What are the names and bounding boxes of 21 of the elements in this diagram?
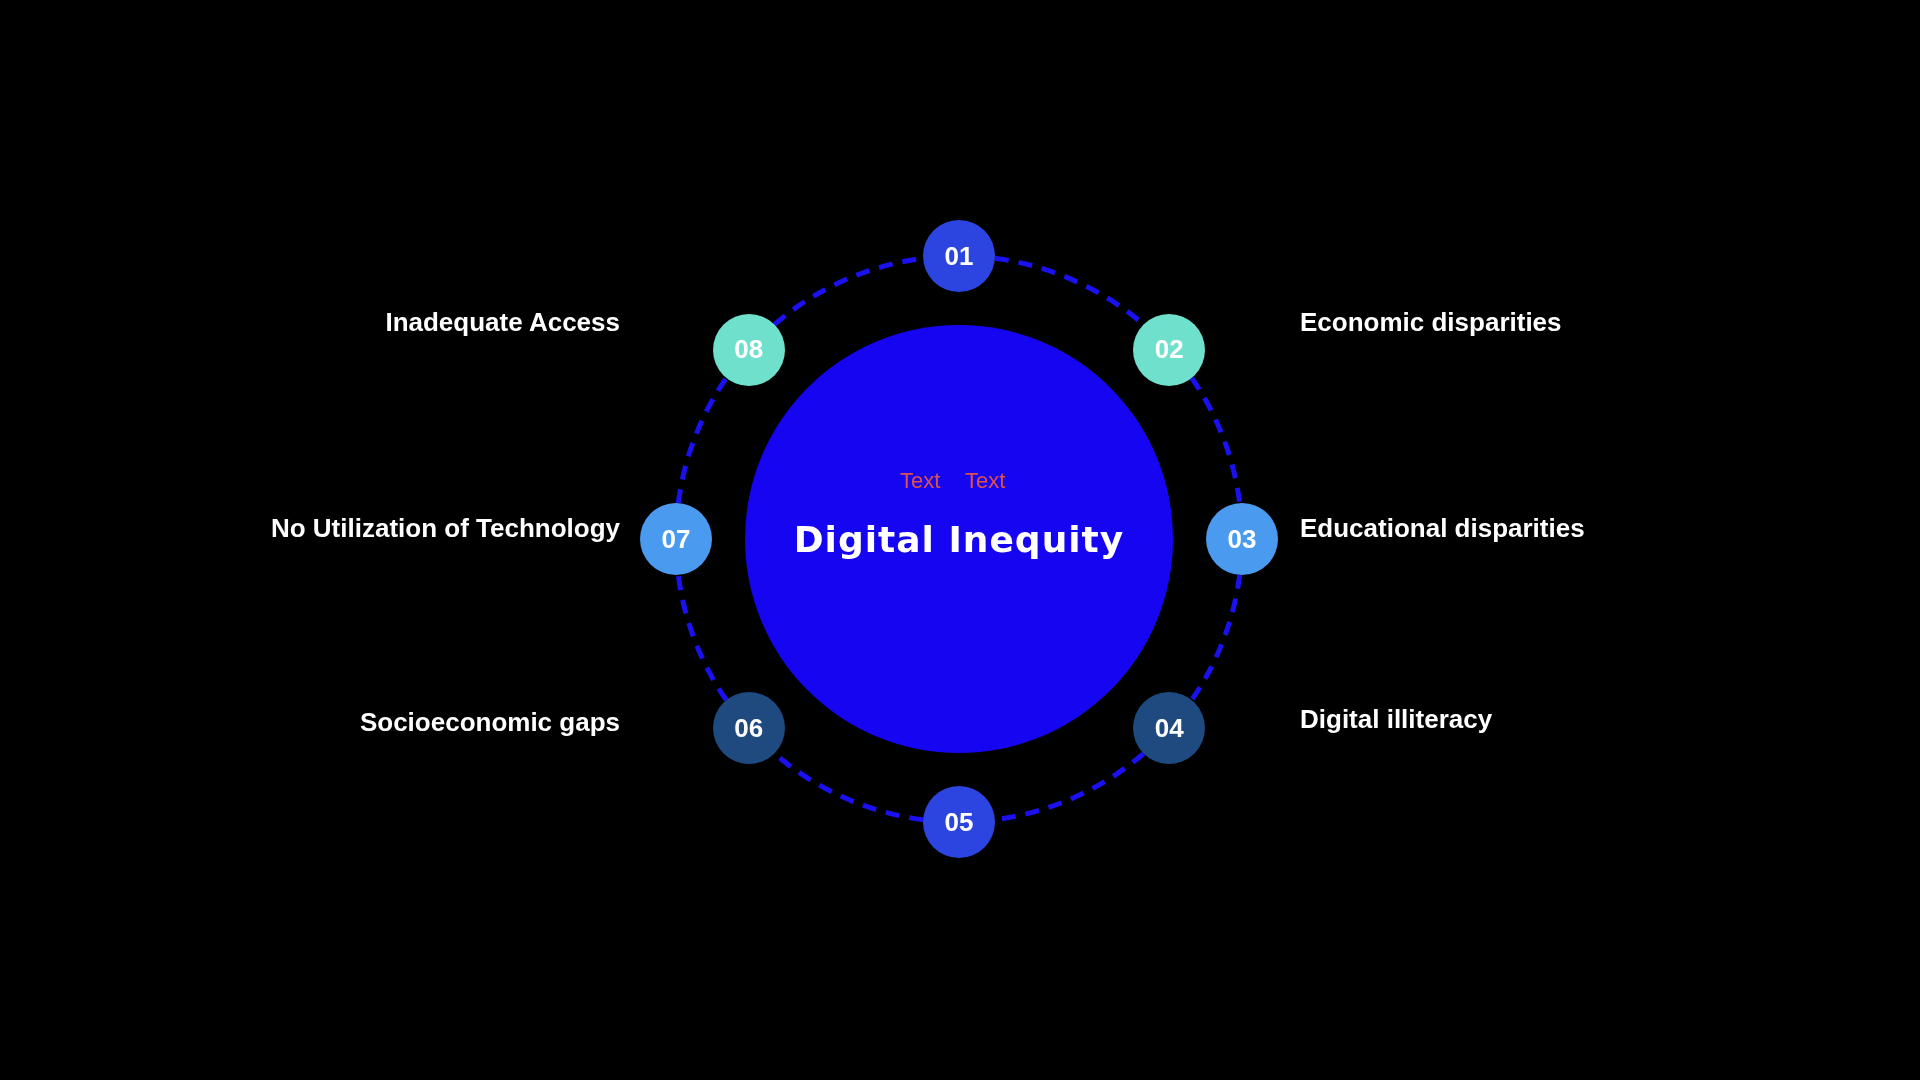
placeholder-text: Text xyxy=(900,468,941,494)
factor-label: Socioeconomic gaps xyxy=(359,706,620,738)
center-title: Digital Inequity xyxy=(793,518,1125,560)
placeholder-text: Text xyxy=(965,468,1006,494)
step-number: 07 xyxy=(661,523,691,555)
dashed-connector xyxy=(675,376,729,504)
dashed-connector xyxy=(1189,376,1243,504)
factor-label: Economic disparities xyxy=(1300,306,1562,338)
step-number: 01 xyxy=(944,240,974,272)
step-number: 06 xyxy=(734,712,764,744)
dashed-connector xyxy=(1189,574,1243,702)
factor-label: Digital illiteracy xyxy=(1300,703,1493,735)
step-number: 02 xyxy=(1154,334,1184,366)
step-number: 05 xyxy=(944,806,974,838)
factor-label: Inadequate Access xyxy=(385,306,620,338)
factor-label: Educational disparities xyxy=(1300,512,1585,544)
dashed-connector xyxy=(675,574,729,702)
factor-label: No Utilization of Technology xyxy=(270,512,620,544)
step-number: 04 xyxy=(1154,712,1184,744)
step-number: 08 xyxy=(734,334,764,366)
step-number: 03 xyxy=(1227,523,1257,555)
